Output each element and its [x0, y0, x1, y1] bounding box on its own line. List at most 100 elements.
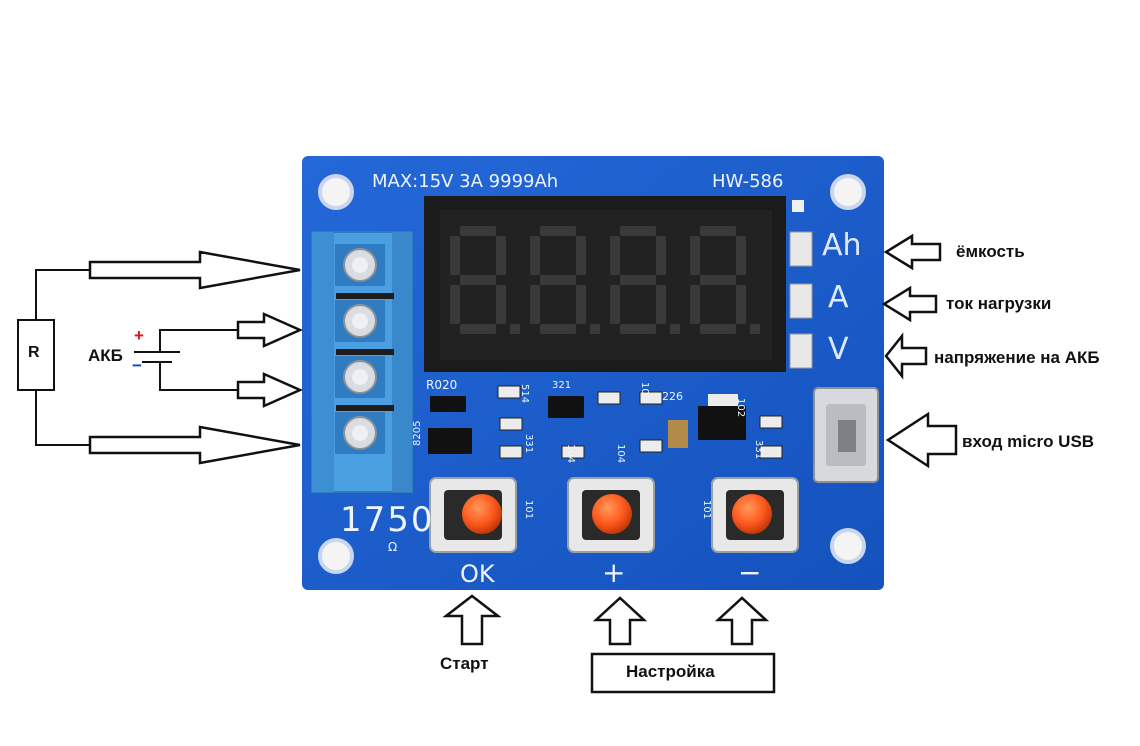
chip-code-4: 103	[639, 382, 650, 402]
segment-g	[620, 275, 656, 285]
indicator-arrows	[881, 233, 958, 469]
board-rating: MAX:15V 3A 9999Ah	[372, 171, 559, 192]
chip-code-11: 101	[701, 500, 712, 520]
segment-a	[700, 226, 736, 236]
indicator-v-label: V	[828, 332, 849, 367]
label-battery-voltage: напряжение на АКБ	[934, 348, 1100, 367]
display-digits	[450, 226, 760, 334]
chip-code-7: 331	[753, 440, 764, 460]
display-digit-2	[530, 226, 600, 334]
led-ah	[789, 231, 813, 267]
label-capacity: ёмкость	[956, 242, 1025, 261]
mount-hole-bottom-right	[830, 528, 866, 564]
resistor-symbol	[17, 319, 55, 391]
segment-c	[736, 285, 746, 324]
arrow-load-current	[881, 285, 938, 323]
segment-a	[460, 226, 496, 236]
segment-c	[656, 285, 666, 324]
button-mark-plus: +	[602, 556, 626, 589]
decimal-point	[750, 324, 760, 334]
terminal-block	[311, 231, 413, 493]
button-minus[interactable]	[711, 477, 799, 553]
buttons	[429, 477, 799, 553]
terminal-screws	[335, 244, 394, 454]
segment-e	[690, 285, 700, 324]
chip-code-1: 321	[552, 380, 572, 391]
external-circuit	[17, 269, 238, 446]
arrow-settings-plus	[592, 596, 648, 646]
arrow-terminal-1	[88, 250, 301, 290]
resistor-code: R020	[426, 378, 458, 392]
arrow-start	[442, 594, 502, 646]
chip-code-9: 104	[565, 444, 576, 464]
label-usb-input: вход micro USB	[962, 432, 1095, 451]
arrow-settings-minus	[714, 596, 770, 646]
chip-code-3: 331	[523, 434, 534, 454]
terminal-arrows	[88, 250, 304, 465]
chip-code-2: 514	[519, 384, 530, 404]
battery-label: АКБ	[88, 346, 123, 365]
segment-f	[450, 236, 460, 275]
segment-b	[576, 236, 586, 275]
segment-b	[496, 236, 506, 275]
segment-g	[700, 275, 736, 285]
segment-a	[620, 226, 656, 236]
indicator-ah-label: Ah	[822, 228, 862, 263]
segment-e	[450, 285, 460, 324]
led-a	[789, 283, 813, 319]
display-digit-3	[610, 226, 680, 334]
button-mark-ok: OK	[460, 560, 495, 588]
segment-f	[690, 236, 700, 275]
segment-e	[610, 285, 620, 324]
button-arrows	[442, 594, 770, 646]
indicator-a-label: A	[828, 280, 849, 315]
segment-g	[460, 275, 496, 285]
label-settings: Настройка	[626, 662, 715, 681]
segment-b	[736, 236, 746, 275]
arrow-battery-voltage	[884, 332, 928, 380]
mount-hole-top-left	[318, 174, 354, 210]
segment-e	[530, 285, 540, 324]
arrow-terminal-2	[236, 312, 304, 348]
arrow-usb	[885, 411, 958, 469]
battery-plus-sign: +	[134, 326, 144, 345]
segment-g	[540, 275, 576, 285]
label-start: Старт	[440, 654, 489, 673]
mount-hole-top-right	[830, 174, 866, 210]
button-mark-minus: −	[738, 556, 762, 589]
arrow-terminal-3	[236, 372, 304, 408]
decimal-point	[670, 324, 680, 334]
chip-code-5: 226	[662, 390, 683, 403]
micro-usb-port[interactable]	[813, 387, 879, 483]
shunt-value: 1750	[340, 500, 435, 540]
shunt-unit: Ω	[388, 540, 398, 554]
segment-f	[610, 236, 620, 275]
display-digit-4	[690, 226, 760, 334]
display-digit-1	[450, 226, 520, 334]
segment-d	[700, 324, 736, 334]
segment-b	[656, 236, 666, 275]
chip-code-6: 102	[735, 398, 746, 418]
label-load-current: ток нагрузки	[946, 294, 1052, 313]
segment-d	[620, 324, 656, 334]
segment-a	[540, 226, 576, 236]
battery-minus-sign: −	[132, 356, 142, 375]
button-plus[interactable]	[567, 477, 655, 553]
segment-f	[530, 236, 540, 275]
seven-segment-display	[424, 196, 786, 372]
segment-d	[540, 324, 576, 334]
indicator-leds	[789, 231, 813, 369]
decimal-point	[510, 324, 520, 334]
button-ok[interactable]	[429, 477, 517, 553]
chip-code-0: 8205	[412, 420, 423, 446]
chip-code-8: 104	[615, 444, 626, 464]
segment-c	[496, 285, 506, 324]
board-model: HW-586	[712, 171, 784, 192]
arrow-terminal-4	[88, 425, 301, 465]
chip-code-10: 101	[523, 500, 534, 520]
smd-components	[428, 385, 783, 459]
decimal-point	[590, 324, 600, 334]
mount-hole-bottom-left	[318, 538, 354, 574]
segment-d	[460, 324, 496, 334]
